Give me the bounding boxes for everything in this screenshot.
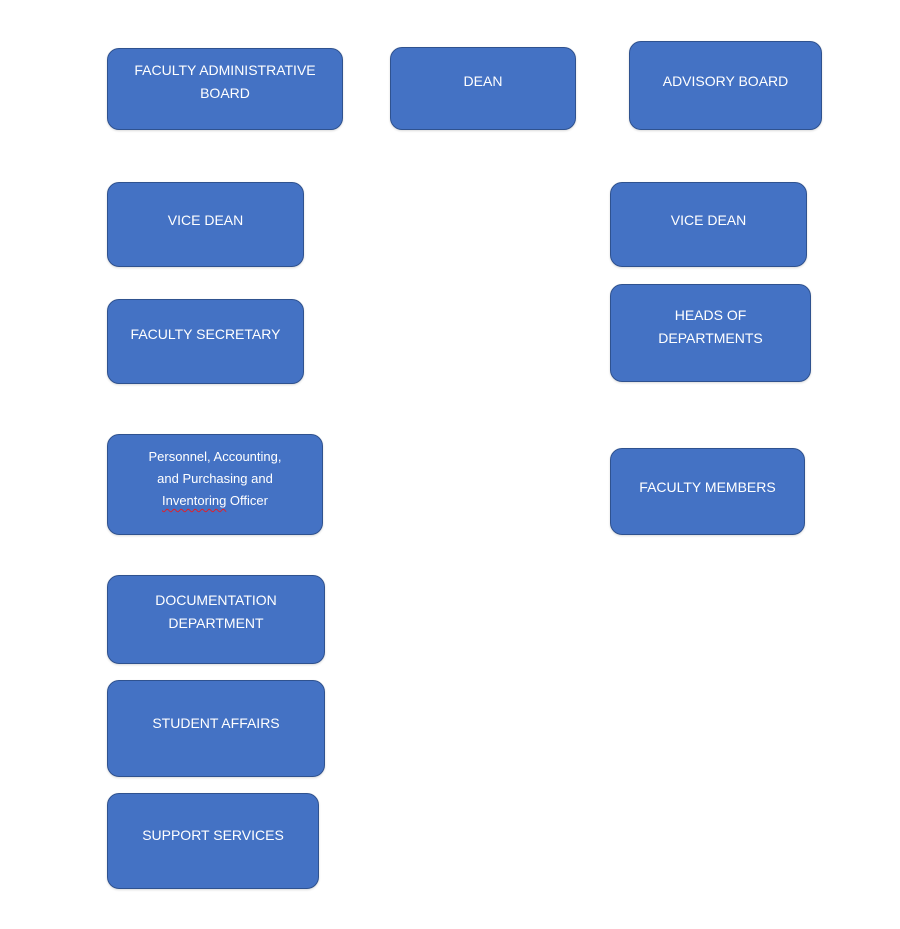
vice-dean-left-box: VICE DEAN <box>107 182 304 267</box>
vice-dean-right-box: VICE DEAN <box>610 182 807 267</box>
dean-label: DEAN <box>463 73 503 89</box>
heads-of-departments-box: HEADS OF DEPARTMENTS <box>610 284 811 382</box>
faculty-secretary-label: FACULTY SECRETARY <box>130 326 281 342</box>
inventoring-word: Inventoring <box>161 493 227 508</box>
faculty-secretary-box: FACULTY SECRETARY <box>107 299 304 384</box>
documentation-department-label: DOCUMENTATION DEPARTMENT <box>155 592 277 631</box>
support-services-label: SUPPORT SERVICES <box>142 827 284 843</box>
advisory-board-label: ADVISORY BOARD <box>662 73 789 89</box>
student-affairs-label: STUDENT AFFAIRS <box>152 715 280 731</box>
personnel-accounting-officer-label: Personnel, Accounting, and Purchasing an… <box>149 446 282 512</box>
student-affairs-box: STUDENT AFFAIRS <box>107 680 325 777</box>
personnel-officer-lines: Personnel, Accounting, and Purchasing an… <box>148 449 282 486</box>
faculty-members-box: FACULTY MEMBERS <box>610 448 805 535</box>
vice-dean-right-label: VICE DEAN <box>670 212 747 228</box>
support-services-box: SUPPORT SERVICES <box>107 793 319 889</box>
faculty-administrative-board-box: FACULTY ADMINISTRATIVE BOARD <box>107 48 343 130</box>
dean-box: DEAN <box>390 47 576 130</box>
heads-of-departments-label: HEADS OF DEPARTMENTS <box>658 307 763 346</box>
documentation-department-box: DOCUMENTATION DEPARTMENT <box>107 575 325 664</box>
officer-word: Officer <box>226 493 268 508</box>
vice-dean-left-label: VICE DEAN <box>167 212 244 228</box>
advisory-board-box: ADVISORY BOARD <box>629 41 822 130</box>
personnel-accounting-officer-box: Personnel, Accounting, and Purchasing an… <box>107 434 323 535</box>
faculty-members-label: FACULTY MEMBERS <box>639 479 776 495</box>
faculty-administrative-board-label: FACULTY ADMINISTRATIVE BOARD <box>134 62 316 101</box>
